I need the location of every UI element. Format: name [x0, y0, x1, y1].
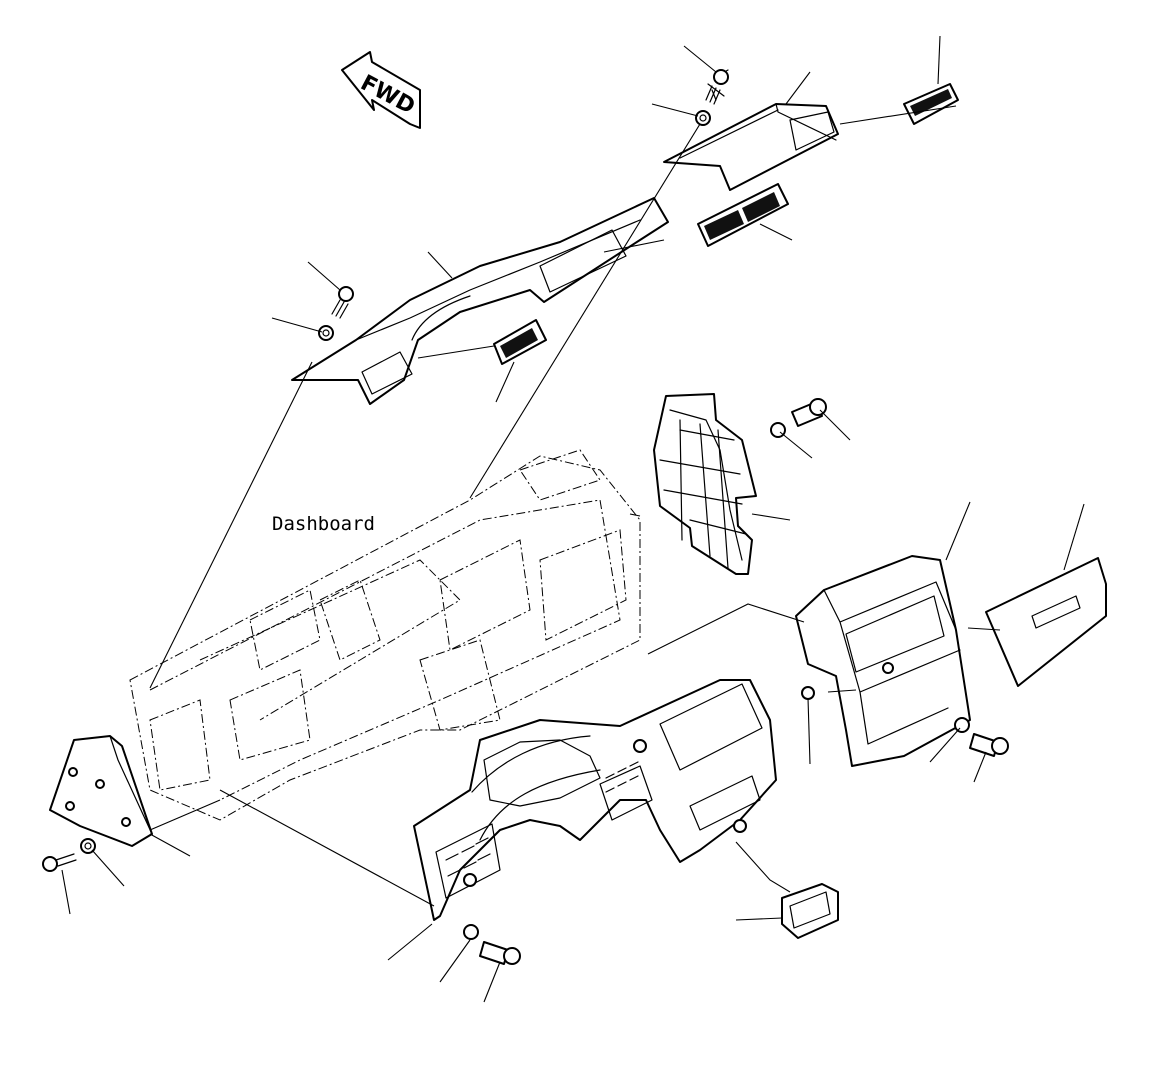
vent-grille-left: [493, 319, 547, 365]
left-washer: [80, 838, 96, 854]
console-clip: [801, 686, 815, 700]
washer-top: [695, 110, 711, 126]
center-console-housing: [795, 555, 971, 767]
upper-dash-cover: [291, 197, 669, 405]
dashboard-frame: [129, 449, 641, 821]
console-washer: [954, 717, 970, 733]
storage-tray: [781, 883, 839, 939]
left-end-cap: [49, 735, 153, 847]
glove-box-lid: [985, 557, 1107, 687]
vent-grille-double: [697, 183, 789, 247]
washer-left: [318, 325, 334, 341]
bottom-washer: [463, 924, 479, 940]
screw-left: [331, 286, 354, 319]
vent-grille-top-right: [903, 83, 959, 125]
fwd-arrow: FWD: [341, 51, 421, 129]
dashboard-label: Dashboard: [272, 513, 375, 535]
leader-lines: [61, 35, 1085, 1003]
bottom-screw: [479, 941, 521, 965]
bracket-screw: [791, 398, 827, 427]
screw-top: [705, 69, 729, 105]
instrument-panel: [413, 679, 777, 921]
side-bracket: [653, 393, 757, 575]
left-screw: [42, 853, 77, 872]
console-screw: [969, 733, 1009, 757]
upper-right-cover: [663, 103, 839, 191]
